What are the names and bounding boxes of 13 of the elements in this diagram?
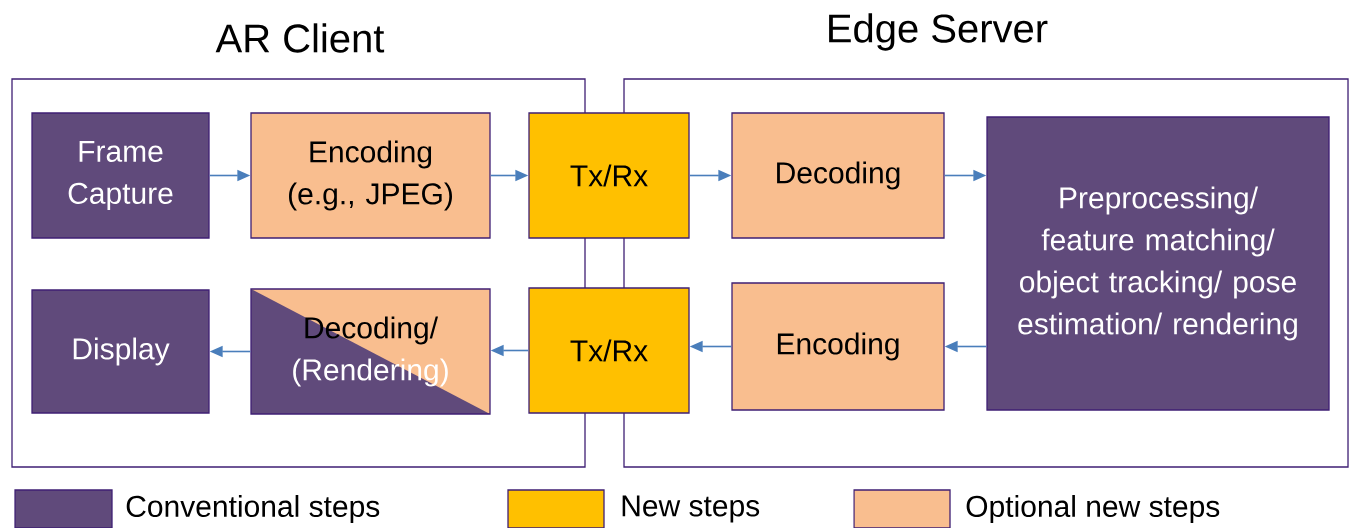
legend-label: New steps	[622, 495, 760, 523]
step-box: Preprocessing/ feature matching/ object tracking/ pose estimation/ rendering	[986, 116, 1330, 411]
node-label: AR Client	[215, 23, 385, 53]
legend-label: Optional new steps	[966, 495, 1220, 523]
legend-label: Conventional steps	[126, 495, 380, 523]
step-box: Encoding (e.g., JPEG)	[250, 112, 491, 239]
step-box: Tx/Rx	[528, 112, 690, 239]
step-box: Encoding	[731, 282, 945, 411]
step-box: Tx/Rx	[528, 287, 690, 414]
step-box: Display	[31, 289, 210, 414]
node-label: Edge Server	[829, 13, 1048, 51]
step-box: Frame Capture	[31, 112, 210, 239]
step-box: Decoding	[731, 112, 945, 239]
